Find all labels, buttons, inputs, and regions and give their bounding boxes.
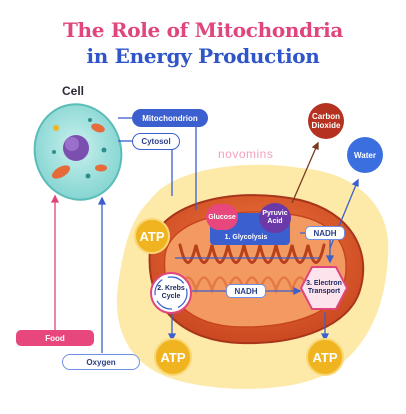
- cell-label: Cell: [62, 84, 85, 98]
- oxygen-label: Oxygen: [62, 354, 140, 370]
- glycolysis-label: 1. Glycolysis: [224, 234, 268, 241]
- hexagon-shape: [300, 266, 348, 310]
- krebs-cycle-label: 2. Krebs Cycle: [157, 285, 185, 300]
- watermark: novomins: [218, 147, 274, 161]
- cell-icon: [33, 103, 123, 201]
- atp-bottom-right-node: ATP: [306, 338, 344, 376]
- electron-transport-label: 3. Electron Transport: [306, 280, 342, 295]
- atp-left-node: ATP: [134, 218, 170, 254]
- atp-left-label: ATP: [139, 228, 165, 244]
- cristae: [178, 243, 326, 264]
- carbon-dioxide-label: Carbon Dioxide: [311, 112, 341, 130]
- atp-bottom-left-label: ATP: [160, 349, 186, 365]
- electron-transport-node: 3. Electron Transport: [300, 265, 348, 311]
- food-label: Food: [16, 330, 94, 346]
- water-label: Water: [354, 150, 376, 160]
- cytosol-label: Cytosol: [132, 133, 180, 150]
- water-node: Water: [347, 137, 383, 173]
- nadh-top-label: NADH: [305, 226, 345, 240]
- atp-bottom-left-node: ATP: [154, 338, 192, 376]
- mitochondrion-label: Mitochondrion: [132, 109, 208, 127]
- nadh-bottom-label: NADH: [226, 284, 266, 298]
- pyruvic-acid-label: Pyruvic Acid: [262, 210, 288, 225]
- title-line-2: in Energy Production: [86, 44, 320, 68]
- krebs-cycle-node: 2. Krebs Cycle: [150, 272, 192, 314]
- glucose-node: Glucose: [206, 204, 238, 230]
- carbon-dioxide-node: Carbon Dioxide: [308, 103, 344, 139]
- glucose-label: Glucose: [208, 213, 236, 221]
- refresh-icon: [154, 276, 188, 310]
- title-line-1: The Role of Mitochondria: [62, 18, 344, 42]
- pyruvic-acid-node: Pyruvic Acid: [259, 203, 291, 233]
- atp-bottom-right-label: ATP: [312, 349, 338, 365]
